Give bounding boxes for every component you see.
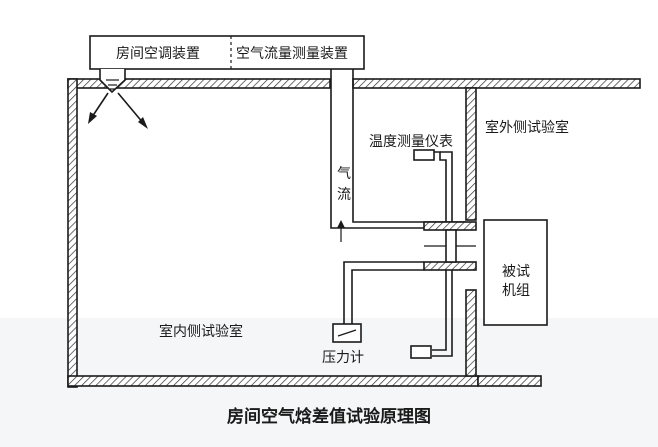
indoor-floor-wall [67,375,479,387]
label-ac-device: 房间空调装置 [116,46,200,62]
label-temp-instrument: 温度测量仪表 [369,134,453,150]
temp-sensor-lower [410,345,432,359]
nozzle-block [445,229,457,263]
partition-wall-upper [465,87,477,221]
label-outdoor-room: 室外侧试验室 [485,119,569,136]
label-airflow-char2: 流 [337,187,351,203]
pressure-tube-outer [343,261,424,330]
duct-outer [330,69,466,229]
outlet-arrow-left-head [88,112,97,124]
temp-probe-lower-outer [432,270,447,351]
duct-connector-upper [423,221,477,231]
outdoor-floor-wall [477,375,542,387]
label-unit-line1: 被试 [502,264,530,280]
manometer-needle [337,329,357,337]
outlet-arrow-right-head [138,117,148,129]
label-manometer: 压力计 [322,350,364,366]
label-airflow-char1: 气 [337,166,351,182]
duct-connector-lower [423,261,477,271]
indoor-left-wall [67,78,78,388]
label-unit-line2: 机组 [502,283,530,299]
partition-wall-lower [465,289,477,377]
tested-unit-box [483,219,548,326]
diagram-caption: 房间空气焓差值试验原理图 [227,406,431,427]
airflow-arrow-head [337,220,345,228]
temp-sensor-upper [413,149,435,161]
temp-probe-lower-inner [432,270,453,357]
outlet-arrow-left [91,92,109,118]
label-airflow-device: 空气流量测量装置 [236,46,348,62]
pressure-tube-inner [351,269,424,330]
temp-probe-upper-inner [440,151,453,222]
outlet-arrow-right [117,92,145,125]
top-device-box [89,35,365,70]
label-indoor-room: 室内侧试验室 [159,323,243,340]
outdoor-ceiling-wall [352,78,641,89]
temp-probe-upper-outer [415,151,447,222]
